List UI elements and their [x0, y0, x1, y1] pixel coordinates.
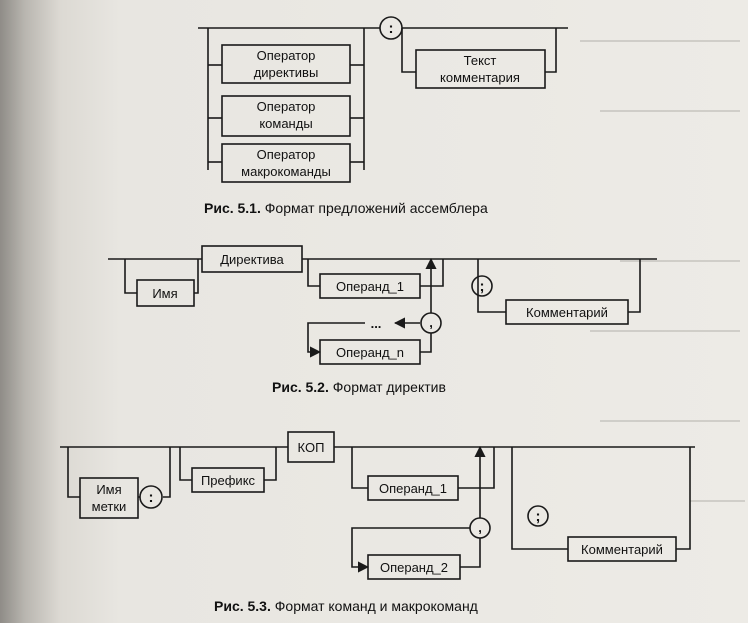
comma-node-3	[469, 517, 491, 539]
comma-node-3-label: ,	[478, 520, 482, 535]
semicolon-node-label: ;	[480, 278, 485, 295]
figure-5-2-caption-text: Формат директив	[329, 379, 446, 395]
ellipsis-label: ...	[371, 316, 382, 331]
box-directive-label: Директива	[220, 252, 284, 267]
figure-5-3-caption-text: Формат команд и макрокоманд	[271, 598, 478, 614]
figure-5-2-caption-label: Рис. 5.2.	[272, 379, 329, 395]
colon-node-3	[139, 485, 163, 509]
box-name	[136, 279, 195, 307]
box-operand-n	[319, 339, 421, 365]
box-label-name-line2: метки	[92, 499, 127, 514]
box-opcode-label: КОП	[298, 440, 325, 455]
box-command-operator	[221, 95, 351, 137]
figure-5-1-caption: Рис. 5.1. Формат предложений ассемблера	[204, 200, 488, 216]
box-directive	[201, 245, 303, 273]
box-opcode	[287, 431, 335, 463]
box-directive-operator-line2: директивы	[254, 65, 319, 80]
background-bleed-text	[580, 40, 745, 502]
box-command-operator-line1: Оператор	[257, 99, 316, 114]
figure-5-1-diagram: Оператор директивы Оператор команды Опер…	[198, 16, 568, 183]
box-comment-text-line1: Текст	[464, 53, 497, 68]
box-name-label: Имя	[152, 286, 177, 301]
colon-node-label: :	[389, 20, 394, 37]
comma-node	[420, 312, 442, 334]
box-comment-cmd	[567, 536, 677, 562]
semicolon-node-3-label: ;	[536, 508, 541, 525]
figure-5-1-caption-text: Формат предложений ассемблера	[261, 200, 488, 216]
box-directive-operator	[221, 44, 351, 84]
box-operand-2-cmd-label: Операнд_2	[380, 560, 448, 575]
figure-5-1-caption-label: Рис. 5.1.	[204, 200, 261, 216]
figure-5-3-caption-label: Рис. 5.3.	[214, 598, 271, 614]
figure-5-3-caption: Рис. 5.3. Формат команд и макрокоманд	[214, 598, 478, 614]
box-operand-1-cmd	[367, 475, 459, 501]
semicolon-node-3	[527, 505, 549, 527]
box-macro-operator-line2: макрокоманды	[241, 164, 331, 179]
figure-5-3-diagram: Имя метки : Префикс КОП Операнд_1 , Опер…	[60, 431, 695, 580]
colon-node	[379, 16, 403, 40]
box-prefix	[191, 467, 265, 493]
box-operand-2-cmd	[367, 554, 461, 580]
box-command-operator-line2: команды	[259, 116, 312, 131]
box-operand-1-cmd-label: Операнд_1	[379, 481, 447, 496]
box-comment-text	[415, 49, 546, 89]
box-operand-1	[319, 273, 421, 299]
box-macro-operator	[221, 143, 351, 183]
box-comment-text-line2: комментария	[440, 70, 520, 85]
box-prefix-label: Префикс	[201, 473, 256, 488]
semicolon-node	[471, 275, 493, 297]
comma-node-label: ,	[429, 315, 433, 330]
box-label-name-line1: Имя	[96, 482, 121, 497]
box-comment	[505, 299, 629, 325]
box-label-name	[79, 477, 139, 519]
figure-5-2-diagram: Имя Директива Операнд_1 ... , Операнд_n …	[108, 245, 657, 365]
box-directive-operator-line1: Оператор	[257, 48, 316, 63]
colon-node-3-label: :	[149, 489, 154, 506]
box-operand-1-label: Операнд_1	[336, 279, 404, 294]
figure-5-2-caption: Рис. 5.2. Формат директив	[272, 379, 446, 395]
box-operand-n-label: Операнд_n	[336, 345, 404, 360]
box-comment-label: Комментарий	[526, 305, 608, 320]
box-macro-operator-line1: Оператор	[257, 147, 316, 162]
box-comment-cmd-label: Комментарий	[581, 542, 663, 557]
